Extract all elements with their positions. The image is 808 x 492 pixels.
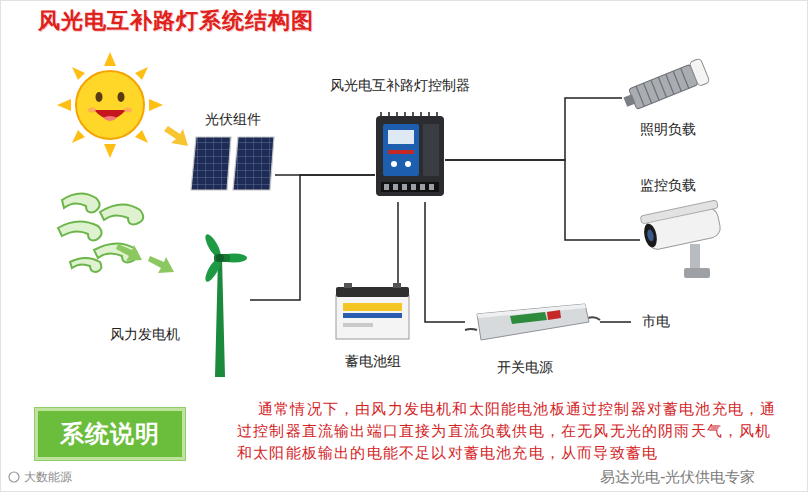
node-label: 开关电源	[497, 358, 553, 376]
lamp-drawing	[622, 60, 714, 110]
camera-drawing	[640, 200, 722, 280]
system-note-box: 系统说明	[35, 408, 185, 460]
camera-load: 监控负载	[640, 200, 722, 280]
battery-bank: 蓄电池组	[335, 283, 410, 340]
panels-picture	[190, 136, 275, 191]
camera-picture	[640, 200, 722, 280]
node-label: 风光电互补路灯控制器	[330, 76, 470, 94]
node-label: 风力发电机	[110, 325, 180, 343]
wire-connector	[397, 202, 399, 283]
wire-connector	[445, 160, 640, 240]
watermark: 易达光电-光伏供电专家	[600, 468, 755, 487]
panels-drawing	[190, 136, 275, 191]
node-label: 监控负载	[640, 176, 696, 194]
psu-drawing	[465, 300, 600, 345]
wire-connector	[425, 202, 465, 322]
power-supply: 开关电源	[465, 300, 600, 345]
node-label: 市电	[642, 313, 670, 331]
sun-arrows	[164, 126, 188, 146]
controller-drawing	[375, 112, 445, 202]
node-label: 光伏组件	[205, 110, 261, 128]
wire-connector	[445, 98, 622, 160]
controller-unit: 风光电互补路灯控制器	[375, 112, 445, 202]
controller-picture	[375, 112, 445, 202]
watermark: 大数能源	[24, 469, 72, 486]
battery-picture	[335, 283, 410, 340]
node-label: 系统说明	[60, 418, 160, 450]
solar-panel: 光伏组件	[190, 136, 275, 191]
lighting-load: 照明负载	[622, 60, 714, 110]
node-label: 蓄电池组	[345, 352, 401, 370]
sun-illustration	[57, 52, 163, 158]
diagram-title: 风光电互补路灯系统结构图	[38, 6, 314, 36]
battery-drawing	[335, 283, 410, 340]
wire-connector	[600, 321, 631, 323]
description-text: 通常情况下，由风力发电机和太阳能电池板通过控制器对蓄电池充电，通过控制器直流输出…	[237, 398, 777, 464]
wind-turbine: 风力发电机	[190, 222, 250, 377]
turbine-picture	[190, 222, 250, 377]
lamp-picture	[622, 60, 714, 110]
turbine-drawing	[190, 222, 250, 377]
wind-arrows	[116, 244, 174, 273]
mains-label: 市电	[634, 311, 678, 333]
wire-connector	[250, 175, 375, 300]
watermark-icon	[9, 472, 19, 482]
psu-picture	[465, 300, 600, 345]
node-label: 照明负载	[640, 120, 696, 138]
wind-illustration	[58, 193, 143, 272]
